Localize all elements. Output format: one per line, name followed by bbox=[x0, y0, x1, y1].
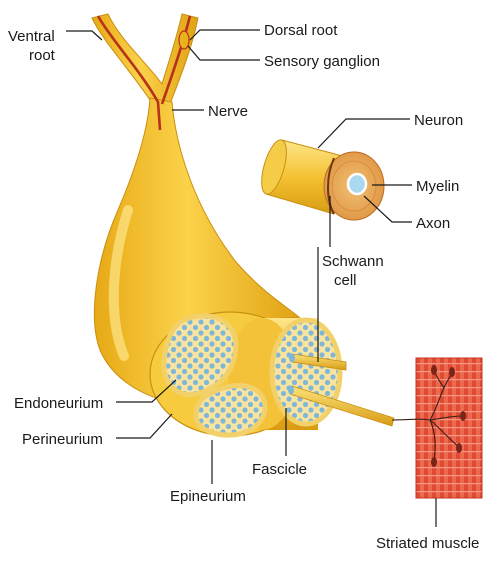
label-axon: Axon bbox=[416, 215, 450, 232]
label-dorsal-root: Dorsal root bbox=[264, 22, 338, 39]
axon-core bbox=[346, 172, 368, 196]
label-ventral-root-line2: root bbox=[29, 47, 56, 64]
nerve-body bbox=[91, 13, 302, 403]
label-epineurium: Epineurium bbox=[170, 488, 246, 505]
label-endoneurium: Endoneurium bbox=[14, 395, 103, 412]
label-myelin: Myelin bbox=[416, 178, 459, 195]
label-schwann-line2: cell bbox=[334, 272, 357, 289]
nerve-fiber-upper bbox=[289, 353, 347, 371]
fascicle-segment bbox=[161, 313, 239, 398]
label-perineurium: Perineurium bbox=[22, 431, 103, 448]
label-striated-muscle: Striated muscle bbox=[376, 535, 479, 552]
label-neuron: Neuron bbox=[414, 112, 463, 129]
striated-muscle bbox=[391, 357, 483, 499]
label-nerve: Nerve bbox=[208, 103, 248, 120]
fascicle-segment bbox=[193, 382, 268, 438]
label-ventral-root-line1: Ventral bbox=[8, 28, 55, 45]
label-sensory-ganglion: Sensory ganglion bbox=[264, 53, 380, 70]
labels: Ventral root Dorsal root Sensory ganglio… bbox=[8, 22, 479, 552]
label-schwann-line1: Schwann bbox=[322, 253, 384, 270]
nerve-cross-section bbox=[149, 311, 395, 438]
fascicle-protruding bbox=[269, 317, 343, 427]
leader-lines bbox=[66, 29, 437, 527]
neuron-enlargement bbox=[261, 139, 385, 221]
nerve-fiber-lower bbox=[288, 385, 395, 427]
label-fascicle: Fascicle bbox=[252, 461, 307, 478]
